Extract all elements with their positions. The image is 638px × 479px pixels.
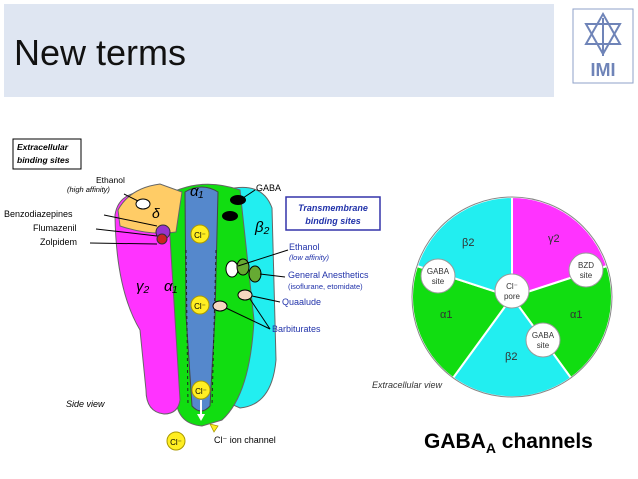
gaba-marker-2 xyxy=(222,211,238,221)
flumazenil-marker xyxy=(156,233,168,245)
gaba-label: GABA xyxy=(256,183,281,193)
beta2-label: β₂ xyxy=(254,219,270,236)
svg-text:Cl⁻: Cl⁻ xyxy=(195,387,207,396)
caption-tail: channels xyxy=(495,430,593,453)
caption-main: GABA xyxy=(424,430,486,453)
logo-text: IMI xyxy=(591,60,616,80)
chloride-pore: Cl⁻ pore xyxy=(494,273,530,309)
svg-text:GABA: GABA xyxy=(532,331,555,340)
transmembrane-box-line2: binding sites xyxy=(305,216,361,226)
delta-label: δ xyxy=(152,205,160,221)
benzodiazepines-label: Benzodiazepines xyxy=(4,209,73,219)
ion-channel-label: Cl⁻ ion channel xyxy=(214,435,276,445)
beta2-bottom-segment-label: β2 xyxy=(505,351,517,363)
svg-text:Cl⁻: Cl⁻ xyxy=(506,282,518,291)
barbiturates-label: Barbiturates xyxy=(272,324,321,334)
chloride-ion-2: Cl⁻ xyxy=(190,295,210,315)
barbiturate-marker xyxy=(212,300,228,312)
extracellular-sites-box xyxy=(12,138,82,170)
ion-channel-arrow xyxy=(209,423,219,433)
ethanol-high-note: (high affinity) xyxy=(67,185,110,194)
alpha1-mid-label: α₁ xyxy=(164,278,178,295)
flumazenil-label: Flumazenil xyxy=(33,223,77,233)
transmembrane-sites-box xyxy=(285,196,381,231)
general-anesthetics-note: (isoflurane, etomidate) xyxy=(288,282,363,291)
svg-text:Cl⁻: Cl⁻ xyxy=(170,438,182,447)
quaalude-label: Quaalude xyxy=(282,297,321,307)
beta2-topleft-segment-label: β2 xyxy=(462,237,474,249)
zolpidem-label: Zolpidem xyxy=(40,237,77,247)
svg-text:Cl⁻: Cl⁻ xyxy=(194,302,206,311)
chloride-ion-1: Cl⁻ xyxy=(190,224,210,244)
general-anesthetics-label: General Anesthetics xyxy=(288,270,369,280)
alpha1-right-segment-label: α1 xyxy=(570,309,582,321)
delta-subunit xyxy=(117,183,183,234)
quaalude-marker xyxy=(237,289,253,301)
gamma2-segment-label: γ2 xyxy=(548,233,560,245)
institution-logo: IMI xyxy=(572,8,634,84)
svg-text:site: site xyxy=(432,277,445,286)
gaba-site-bottom: GABA site xyxy=(525,322,561,358)
svg-text:GABA: GABA xyxy=(427,267,450,276)
anesthetic-marker-2 xyxy=(248,265,262,283)
ethanol-high-label: Ethanol xyxy=(96,175,125,185)
transmembrane-box-line1: Transmembrane xyxy=(298,203,368,213)
ethanol-high-marker xyxy=(135,198,151,210)
anesthetic-marker-1 xyxy=(236,258,250,276)
ethanol-low-note: (low affinity) xyxy=(289,253,330,262)
ethanol-low-marker xyxy=(225,260,239,278)
chloride-ion-3: Cl⁻ xyxy=(191,380,211,400)
slide-caption: GABAA channels xyxy=(424,430,593,456)
svg-text:pore: pore xyxy=(504,292,521,301)
slide-title: New terms xyxy=(14,32,187,73)
svg-text:BZD: BZD xyxy=(578,261,594,270)
svg-text:site: site xyxy=(537,341,550,350)
side-view-label: Side view xyxy=(66,399,105,409)
svg-text:site: site xyxy=(580,271,593,280)
extracellular-view-caption: Extracellular view xyxy=(372,380,443,390)
chloride-ion-4: Cl⁻ xyxy=(166,431,186,451)
alpha1-top-label: α₁ xyxy=(190,183,204,200)
gaba-site-left: GABA site xyxy=(420,258,456,294)
extracellular-box-line1: Extracellular xyxy=(17,142,69,152)
extracellular-box-line2: binding sites xyxy=(17,155,70,165)
bzd-site: BZD site xyxy=(568,252,604,288)
svg-text:Cl⁻: Cl⁻ xyxy=(194,231,206,240)
ethanol-low-label: Ethanol xyxy=(289,242,320,252)
caption-subscript: A xyxy=(485,440,496,457)
alpha1-left-segment-label: α1 xyxy=(440,309,452,321)
gamma2-label: γ₂ xyxy=(136,278,150,295)
title-bar: New terms xyxy=(4,4,554,97)
gaba-marker-1 xyxy=(230,195,246,205)
receptor-side-view xyxy=(114,183,277,427)
